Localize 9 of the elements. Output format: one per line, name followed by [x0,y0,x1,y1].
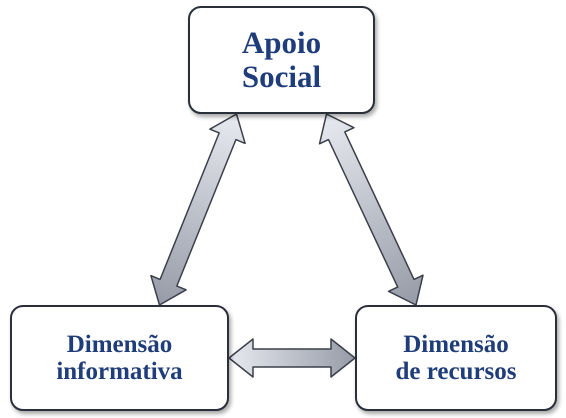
concept-label: Dimensão informativa [55,330,184,386]
double-arrow [318,113,424,306]
concept-box [188,6,375,114]
concept-label: Dimensão de recursos [394,330,518,386]
concept-label: Apoio Social [240,26,322,94]
concept-box [10,305,229,411]
double-arrow [150,113,246,306]
concept-box [355,305,557,411]
double-arrow [228,338,356,378]
